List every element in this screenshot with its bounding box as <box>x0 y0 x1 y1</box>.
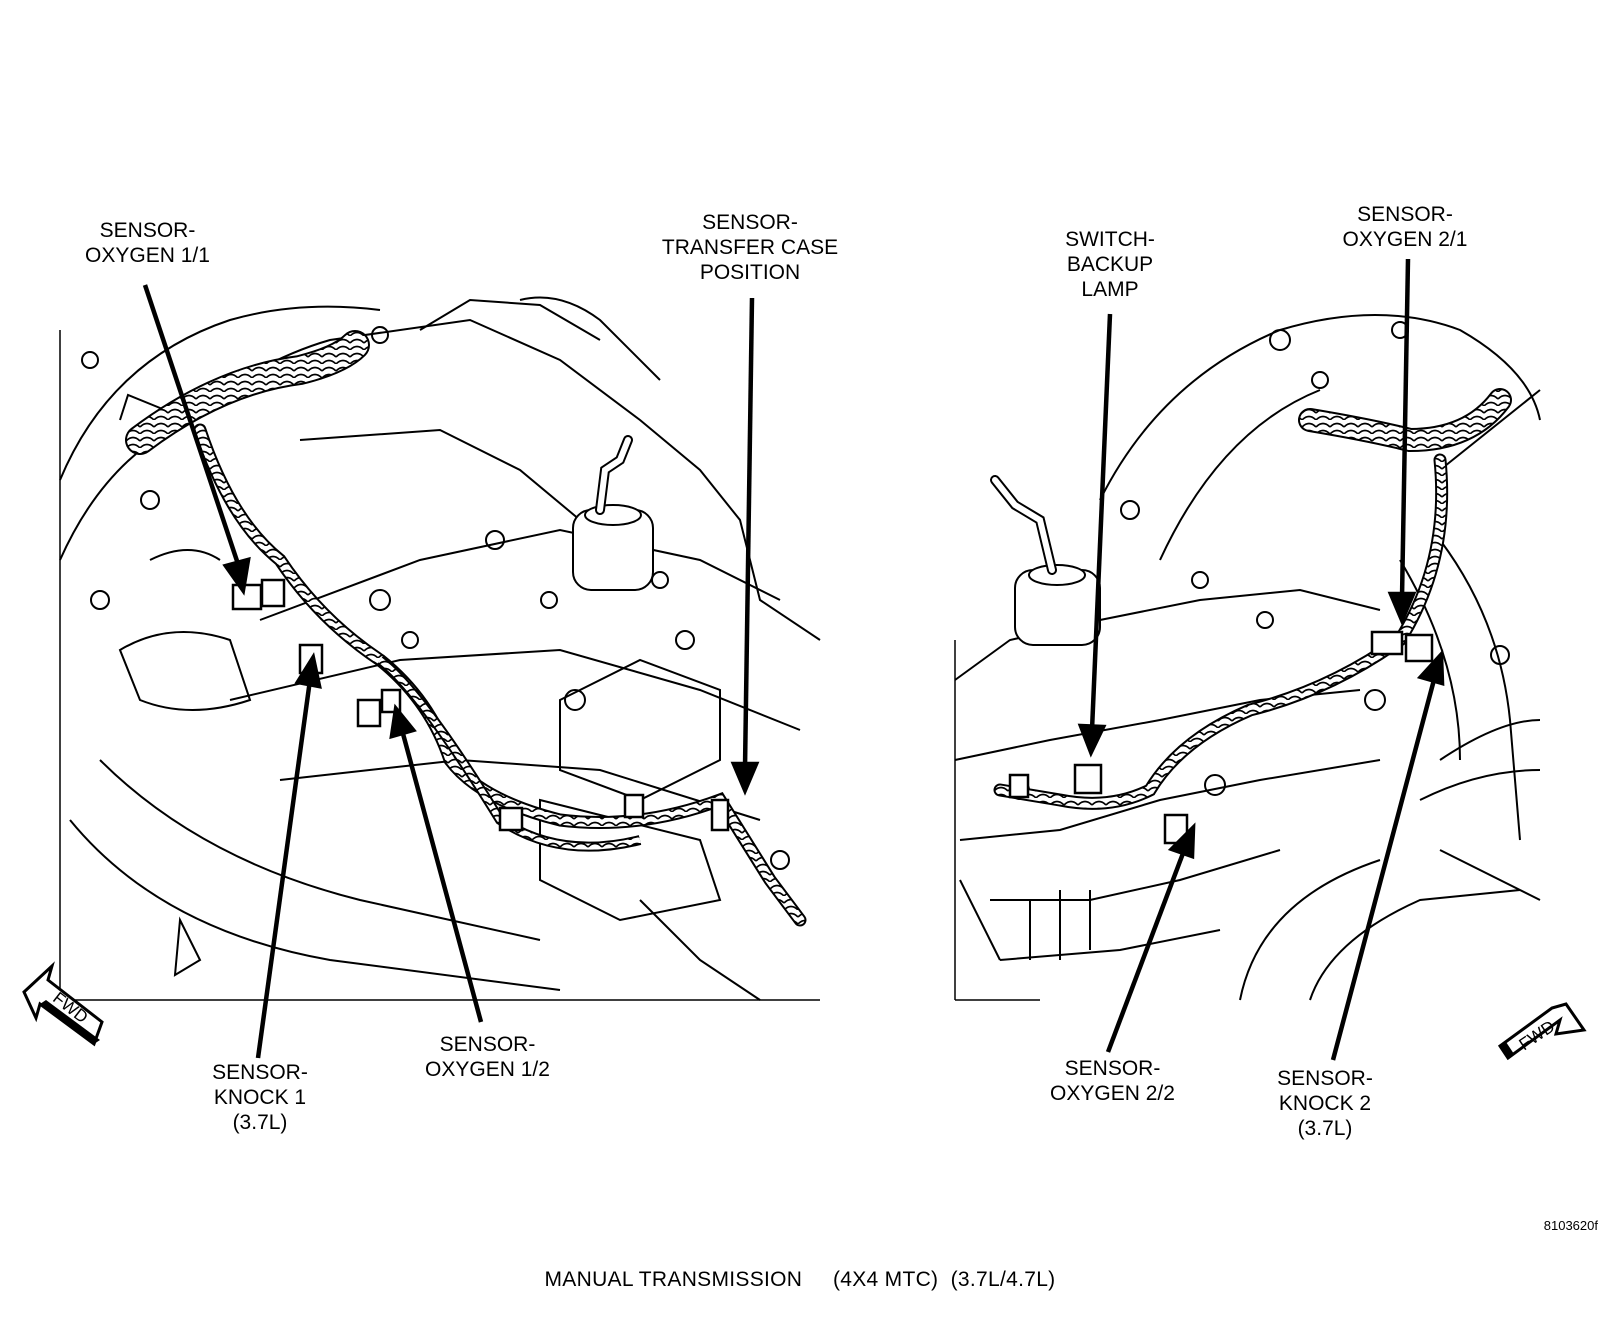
right-transmission-view <box>954 314 1541 1001</box>
leader-arrows <box>142 258 1445 1061</box>
label-sensor-oxygen-1-1: SENSOR-OXYGEN 1/1 <box>85 219 210 267</box>
fwd-arrow-right: FWD <box>1497 1002 1587 1061</box>
figure-caption: MANUAL TRANSMISSION (4X4 MTC) (3.7L/4.7L… <box>544 1268 1056 1291</box>
fwd-arrow-left: FWD <box>22 961 104 1047</box>
label-sensor-oxygen-2-2: SENSOR-OXYGEN 2/2 <box>1050 1057 1175 1105</box>
label-sensor-oxygen-2-1: SENSOR-OXYGEN 2/1 <box>1342 203 1468 251</box>
label-sensor-oxygen-1-2: SENSOR-OXYGEN 1/2 <box>425 1033 550 1081</box>
label-sensor-knock-1: SENSOR-KNOCK 1(3.7L) <box>212 1061 308 1134</box>
left-transmission-view <box>59 296 821 1001</box>
label-sensor-knock-2: SENSOR-KNOCK 2(3.7L) <box>1277 1067 1373 1140</box>
figure-id: 8103620f <box>1543 1218 1598 1233</box>
